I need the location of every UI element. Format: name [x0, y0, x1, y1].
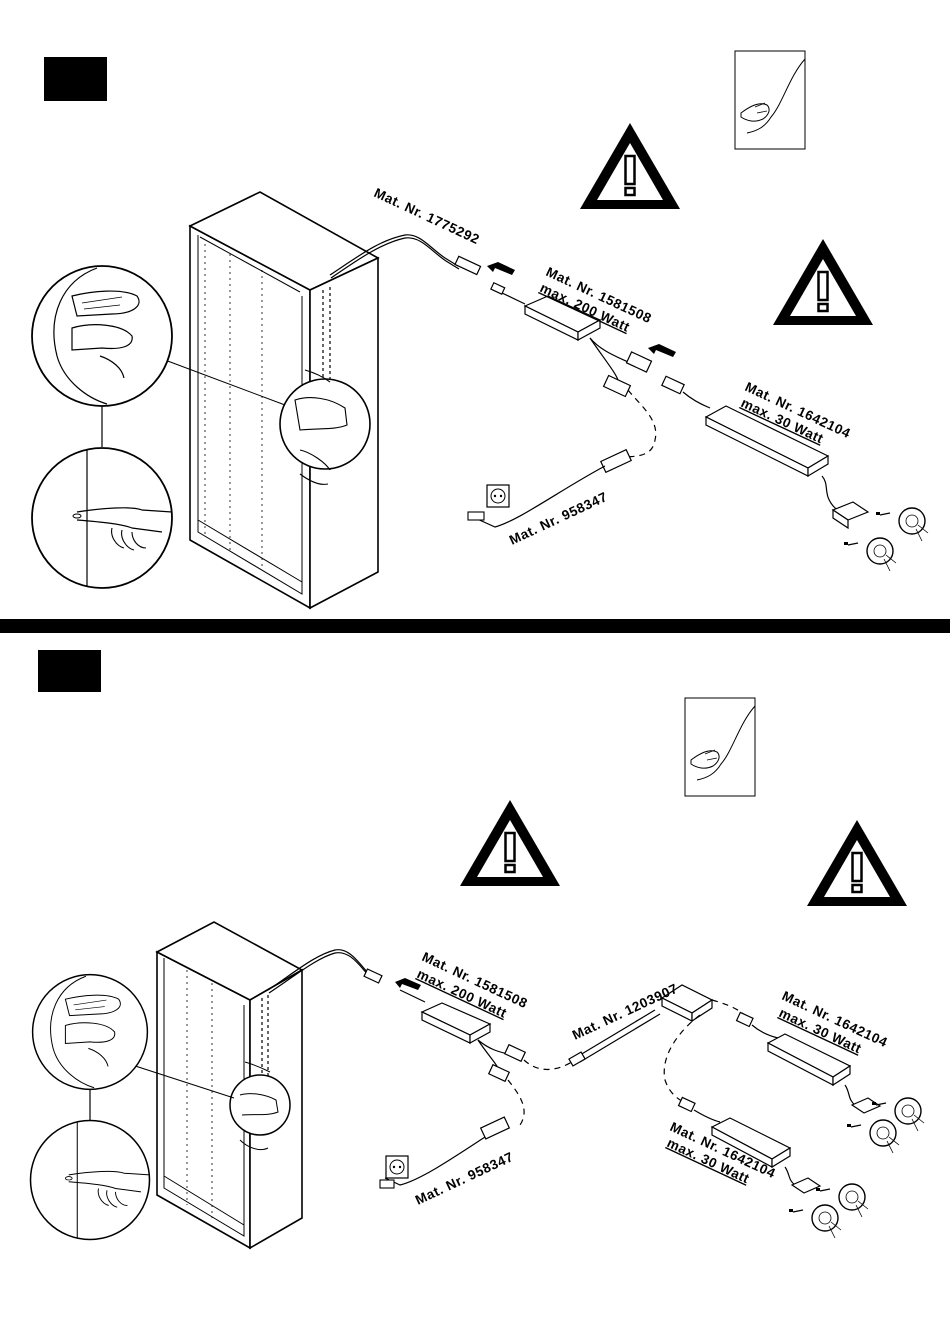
step-divider — [0, 619, 950, 633]
warning-triangle-icon — [460, 800, 560, 886]
led-spot-icon — [876, 508, 928, 541]
step-number-box — [44, 57, 107, 101]
label-splitter-mat-nr: Mat. Nr. 1203907 — [570, 981, 680, 1043]
warning-triangle-icon — [580, 123, 680, 209]
protective-film-icon — [685, 698, 755, 796]
led-spot-icon — [789, 1205, 841, 1238]
hand-detail-icon — [32, 266, 172, 406]
warning-triangle-icon — [773, 239, 873, 325]
label-connector-mat-nr: Mat. Nr. 1775292 — [372, 185, 482, 247]
step-number-box — [38, 650, 101, 692]
hand-detail-icon — [30, 1121, 149, 1240]
hand-detail-icon — [33, 975, 148, 1090]
label-plug-mat-nr: Mat. Nr. 958347 — [507, 489, 610, 548]
led-spot-icon — [844, 538, 896, 571]
label-plug-mat-nr: Mat. Nr. 958347 — [413, 1149, 516, 1208]
wiring — [330, 235, 868, 528]
hand-detail-icon — [32, 448, 172, 588]
warning-triangle-icon — [807, 820, 907, 906]
protective-film-icon — [735, 51, 805, 149]
led-spot-icon — [847, 1120, 899, 1153]
power-socket-icon — [487, 485, 509, 507]
power-socket-icon — [386, 1156, 408, 1178]
wiring — [268, 950, 880, 1193]
